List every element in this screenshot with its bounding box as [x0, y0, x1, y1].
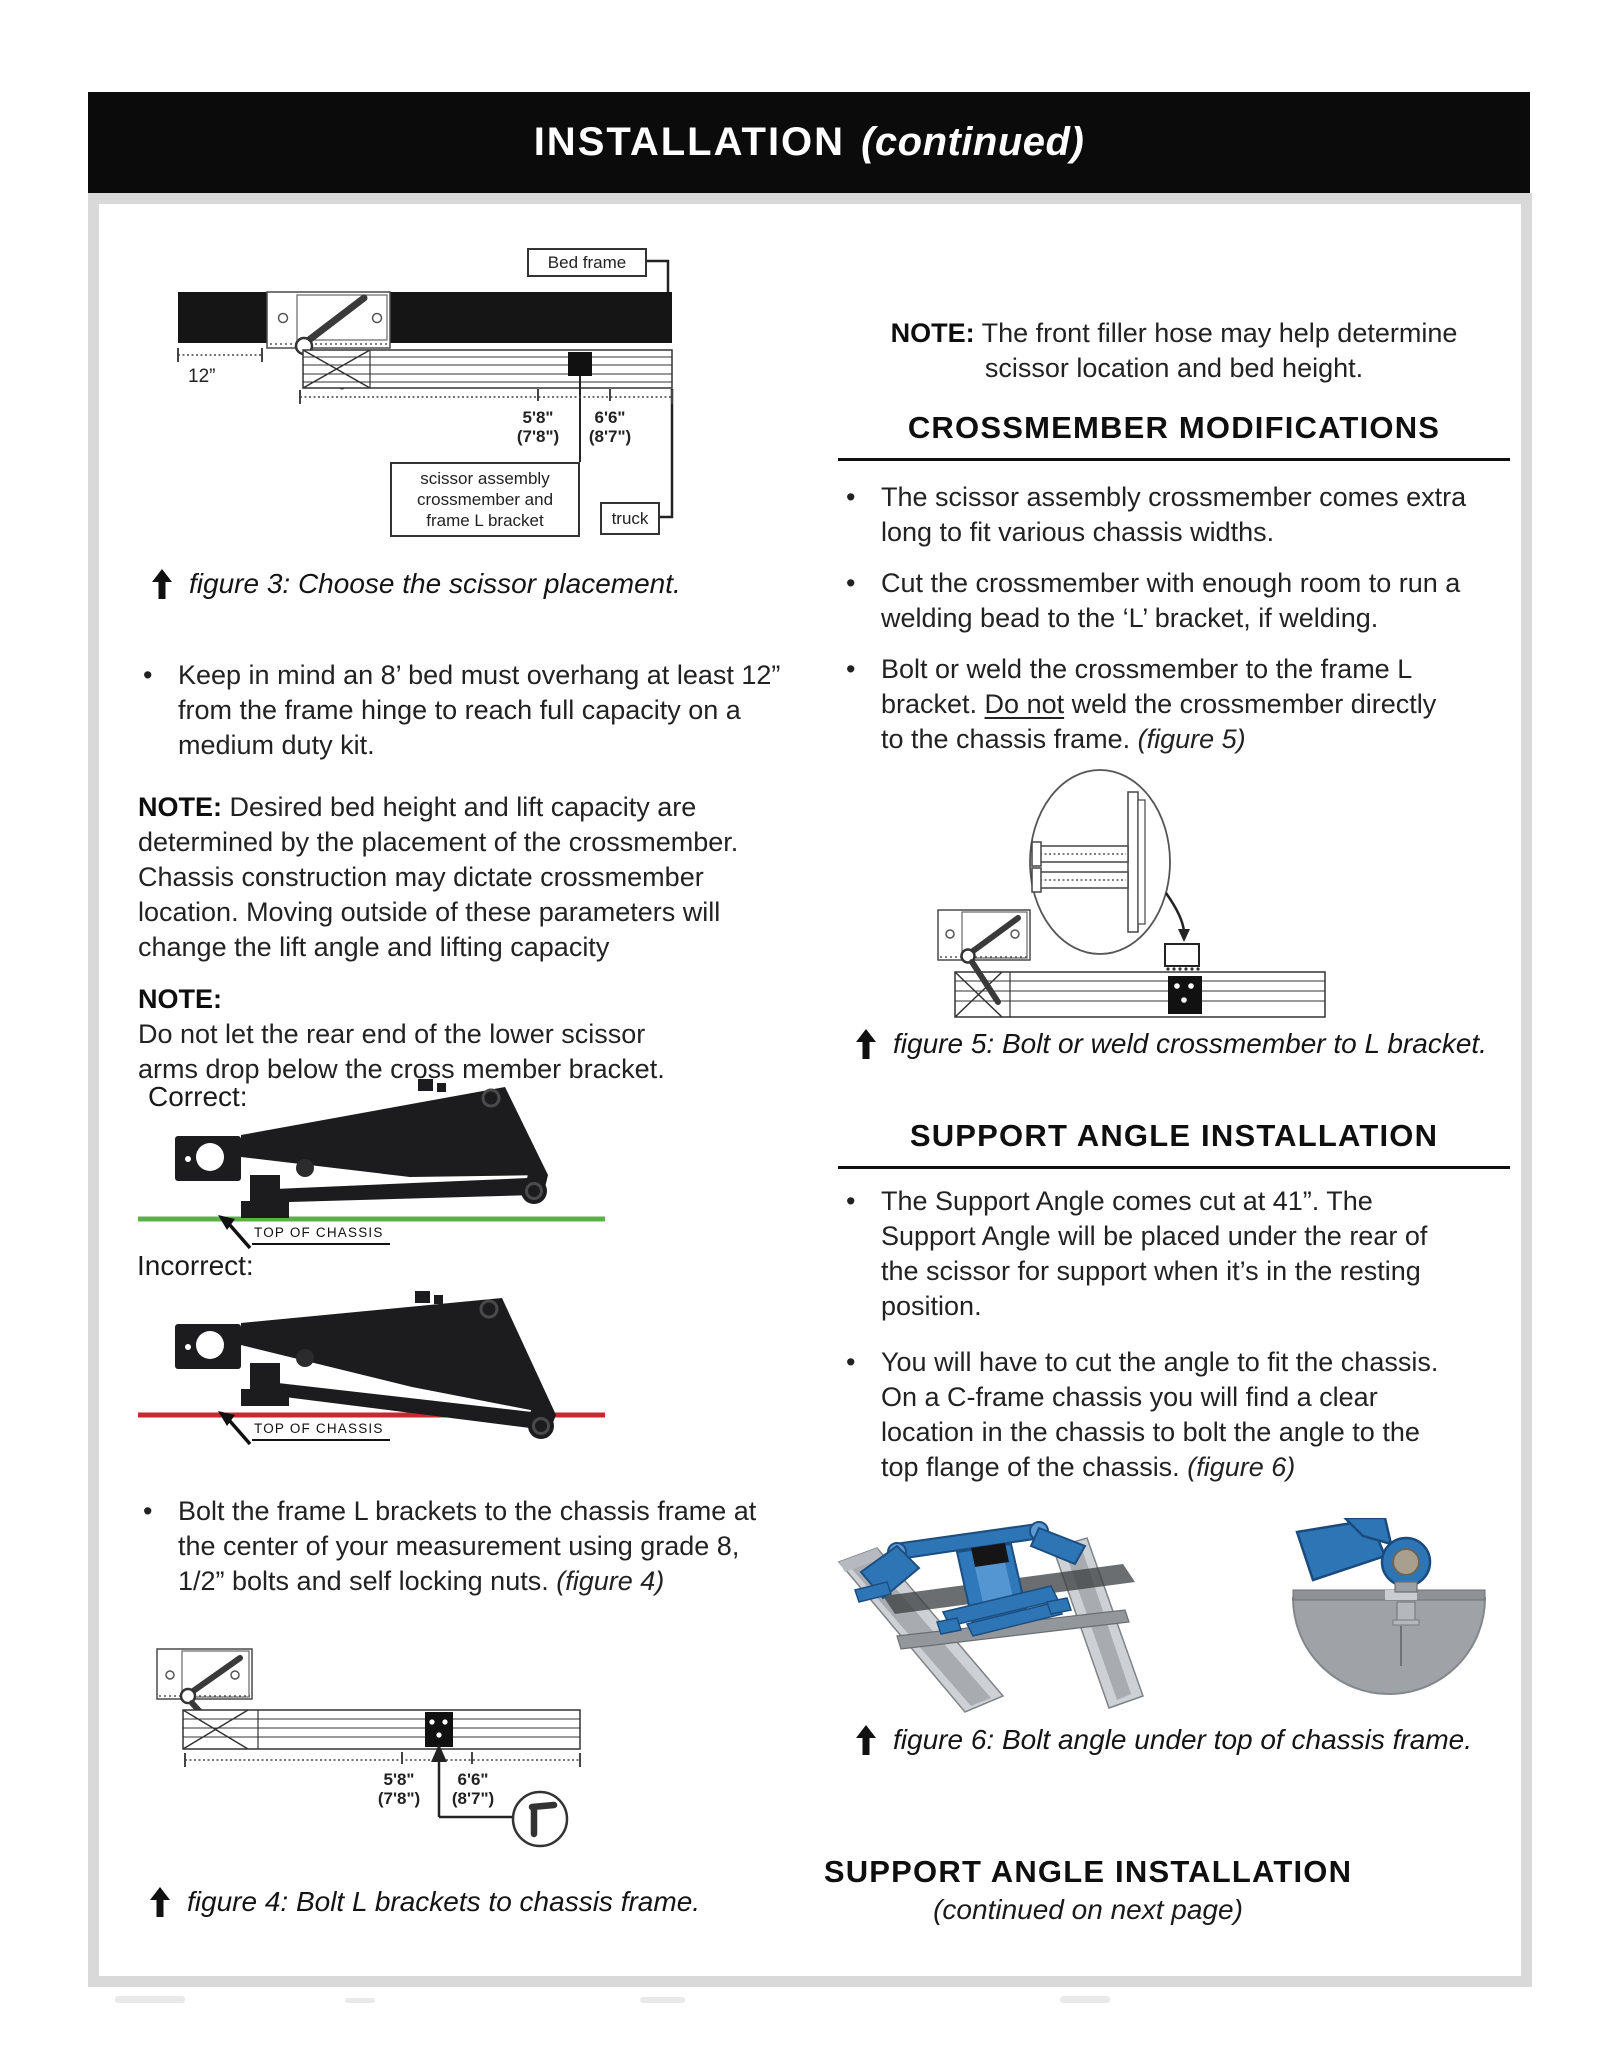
correct-diagram: TOP OF CHASSIS: [100, 1078, 620, 1263]
footer-subtext: (continued on next page): [933, 1894, 1243, 1925]
bullet-cut-crossmember: • Cut the crossmember with enough room t…: [846, 568, 1461, 633]
figure-4-drawing: [156, 1648, 581, 1848]
dimension-lines: [177, 348, 673, 404]
frame-l-bracket: [156, 1648, 253, 1741]
dim-12-label: 12”: [188, 366, 216, 387]
support-angle-heading: SUPPORT ANGLE INSTALLATION: [838, 1118, 1510, 1169]
truck-label: truck: [600, 502, 660, 535]
note-scissor-arms: NOTE: Do not let the rear end of the low…: [138, 984, 665, 1084]
scissor-assembly-callout: scissor assembly crossmember and frame L…: [390, 462, 580, 537]
l-bracket-bolted: [425, 1712, 453, 1747]
chassis-rail: [302, 349, 673, 389]
l-bracket-bolted: [1168, 976, 1202, 1014]
figure-5-drawing: [937, 769, 1326, 1018]
figure-3-drawing: [177, 259, 674, 519]
pointer-arrow: [431, 1744, 513, 1819]
dimension-lines: [184, 1752, 581, 1767]
scan-artifact: [640, 1997, 685, 2003]
figure-3: Bed frame 12” 5'8"(7'8") 6'6"(8'7") scis…: [140, 240, 680, 552]
dim-5-8-label: 5'8"(7'8"): [516, 408, 560, 446]
chassis-rail: [182, 1709, 581, 1750]
label-arrow: [218, 1215, 252, 1250]
figure-6: [825, 1518, 1505, 1718]
bolt-detail-circle: [1291, 1518, 1487, 1695]
label-arrow: [218, 1411, 252, 1446]
page-title: INSTALLATION: [533, 120, 846, 164]
detail-circle: [1029, 769, 1171, 955]
allen-key-icon: [511, 1790, 569, 1848]
footer-heading: SUPPORT ANGLE INSTALLATION: [823, 1854, 1353, 1889]
weld-dots: [1166, 967, 1200, 971]
up-arrow-icon: [856, 1029, 876, 1059]
figure-4-caption: figure 4: Bolt L brackets to chassis fra…: [150, 1886, 700, 1918]
dim-6-6-label: 6'6"(8'7"): [588, 408, 632, 446]
figure-5-caption: figure 5: Bolt or weld crossmember to L …: [856, 1028, 1487, 1060]
chassis-rail: [954, 971, 1326, 1018]
incorrect-diagram: TOP OF CHASSIS: [100, 1282, 620, 1477]
figure-3-caption: figure 3: Choose the scissor placement.: [152, 568, 681, 600]
scan-artifact: [1060, 1996, 1110, 2003]
scissor-arm-incorrect: [175, 1291, 556, 1439]
crossmember-bracket: [568, 352, 592, 376]
figure-6-drawing: [837, 1518, 1487, 1713]
up-arrow-icon: [150, 1887, 170, 1917]
dim-6-6-label: 6'6"(8'7"): [451, 1770, 495, 1808]
page-title-suffix: (continued): [861, 120, 1085, 164]
bullet-cut-angle: • You will have to cut the angle to fit …: [846, 1347, 1439, 1482]
bullet-support-angle-41: • The Support Angle comes cut at 41”. Th…: [846, 1186, 1428, 1321]
header-bar: INSTALLATION (continued): [88, 92, 1530, 193]
frame-l-bracket: [937, 909, 1031, 1005]
up-arrow-icon: [856, 1725, 876, 1755]
scan-artifact: [115, 1996, 185, 2003]
crossmember-heading: CROSSMEMBER MODIFICATIONS: [838, 410, 1510, 461]
bed-frame-label: Bed frame: [527, 248, 647, 277]
note-filler-hose: NOTE: The front filler hose may help det…: [890, 318, 1458, 383]
incorrect-label: Incorrect:: [137, 1250, 254, 1281]
dim-5-8-label: 5'8"(7'8"): [377, 1770, 421, 1808]
correct-label: Correct:: [148, 1081, 248, 1112]
figure-6-caption: figure 6: Bolt angle under top of chassi…: [856, 1724, 1472, 1756]
scan-artifact: [345, 1998, 375, 2003]
bullet-overhang: • Keep in mind an 8’ bed must overhang a…: [143, 660, 781, 760]
figure-5: [850, 762, 1490, 1024]
top-of-chassis-label: TOP OF CHASSIS: [252, 1421, 390, 1441]
bullet-bolt-or-weld: • Bolt or weld the crossmember to the fr…: [846, 654, 1437, 754]
crossbar: [896, 1609, 1130, 1650]
crossmember-end: [1164, 943, 1200, 967]
scissor-arm-correct: [175, 1079, 548, 1218]
bullet-bolt-brackets: • Bolt the frame L brackets to the chass…: [143, 1496, 757, 1596]
note-bed-height: NOTE: Desired bed height and lift capaci…: [138, 792, 739, 962]
top-of-chassis-label: TOP OF CHASSIS: [252, 1225, 390, 1245]
detail-arrow: [1164, 892, 1190, 942]
scissor-assembly-blue: [854, 1521, 1087, 1637]
up-arrow-icon: [152, 569, 172, 599]
content-frame: [88, 193, 1532, 1987]
figure-4: 5'8"(7'8") 6'6"(8'7"): [140, 1632, 640, 1882]
bullet-crossmember-long: • The scissor assembly crossmember comes…: [846, 482, 1467, 547]
bed-frame-bar: [178, 292, 672, 343]
